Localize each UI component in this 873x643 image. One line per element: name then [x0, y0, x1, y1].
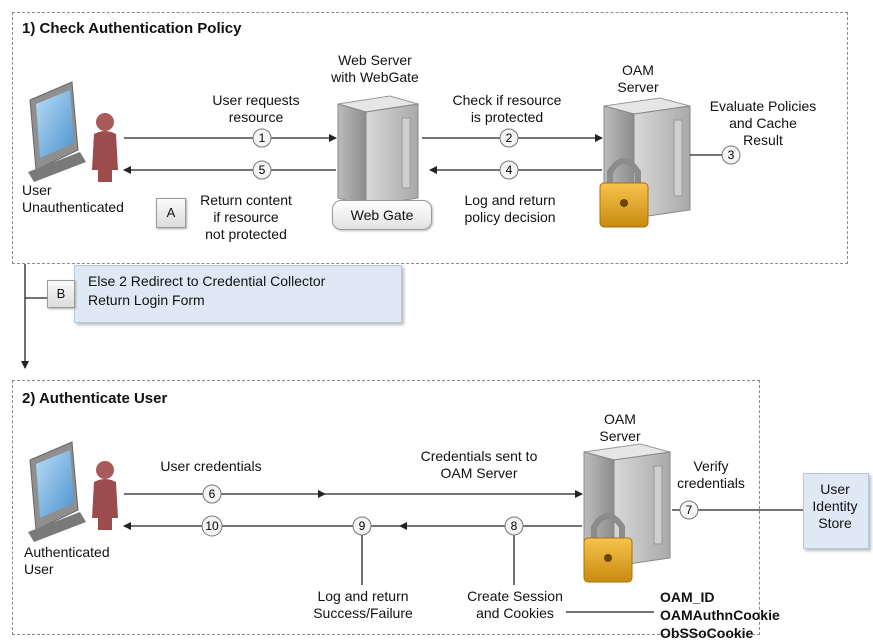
panel1-title: 1) Check Authentication Policy — [22, 20, 242, 37]
cookie-obsso: ObSSoCookie — [660, 625, 754, 641]
step-4-marker: 4 — [499, 160, 519, 180]
step-1-number: 1 — [259, 131, 266, 145]
step8-label: Create Session and Cookies — [467, 588, 563, 621]
cookie-oam-authn: OAMAuthnCookie — [660, 607, 780, 623]
user-unauthenticated-label: User Unauthenticated — [22, 182, 124, 215]
panel2-title: 2) Authenticate User — [22, 390, 168, 407]
step-2-number: 2 — [506, 131, 513, 145]
lock-icon — [599, 158, 649, 228]
user-identity-store — [803, 473, 869, 549]
step-5-marker: 5 — [252, 160, 272, 180]
lock-icon — [583, 513, 633, 583]
step-6-number: 6 — [209, 487, 216, 501]
computer-icon — [28, 441, 86, 542]
step-10-number: 10 — [205, 519, 219, 533]
step2-label: Check if resource is protected — [452, 92, 562, 125]
user-person-icon — [92, 461, 118, 530]
step1-label: User requests resource — [212, 92, 300, 125]
step7-label: Verify credentials — [677, 458, 745, 491]
callout-redirect-text: Else 2 Redirect to Credential Collector … — [88, 273, 326, 308]
step-1-marker: 1 — [252, 128, 272, 148]
step-7-marker: 7 — [679, 500, 699, 520]
step9-label: Log and return Success/Failure — [313, 588, 413, 621]
step-2-marker: 2 — [499, 128, 519, 148]
callout-a-badge: A — [156, 198, 186, 228]
callout-b-badge: B — [47, 280, 75, 308]
step-3-marker: 3 — [721, 145, 741, 165]
panel-check-authentication-policy — [12, 12, 848, 264]
oam-server-label: OAM Server — [599, 411, 641, 444]
authenticated-user-label: Authenticated User — [24, 544, 110, 577]
step-8-number: 8 — [511, 519, 518, 533]
step-a-label: Return content if resource not protected — [200, 192, 292, 242]
web-server-label: Web Server with WebGate — [331, 52, 419, 85]
panel-authenticate-user — [12, 380, 760, 635]
step-8-marker: 8 — [504, 516, 524, 536]
webgate-box: Web Gate — [332, 200, 432, 230]
step-5-number: 5 — [259, 163, 266, 177]
step-9-number: 9 — [359, 519, 366, 533]
step-3-number: 3 — [728, 148, 735, 162]
step6-label: User credentials — [160, 458, 262, 474]
step-7-number: 7 — [686, 503, 693, 517]
cookie-oam-id: OAM_ID — [660, 589, 715, 605]
step-4-number: 4 — [506, 163, 513, 177]
user-identity-store-label: User Identity Store — [812, 481, 858, 531]
step4-label: Log and return policy decision — [464, 192, 556, 225]
callout-redirect-credential-collector — [74, 265, 402, 323]
web-server-icon — [337, 95, 419, 207]
step-10-marker: 10 — [201, 515, 223, 537]
step-9-marker: 9 — [352, 516, 372, 536]
computer-icon — [28, 81, 86, 182]
oam-server-label: OAM Server — [617, 62, 659, 95]
step3-label: Evaluate Policies and Cache Result — [709, 98, 817, 148]
user-person-icon — [92, 113, 118, 182]
credentials-sent-label: Credentials sent to OAM Server — [420, 448, 538, 481]
step-6-marker: 6 — [202, 484, 222, 504]
